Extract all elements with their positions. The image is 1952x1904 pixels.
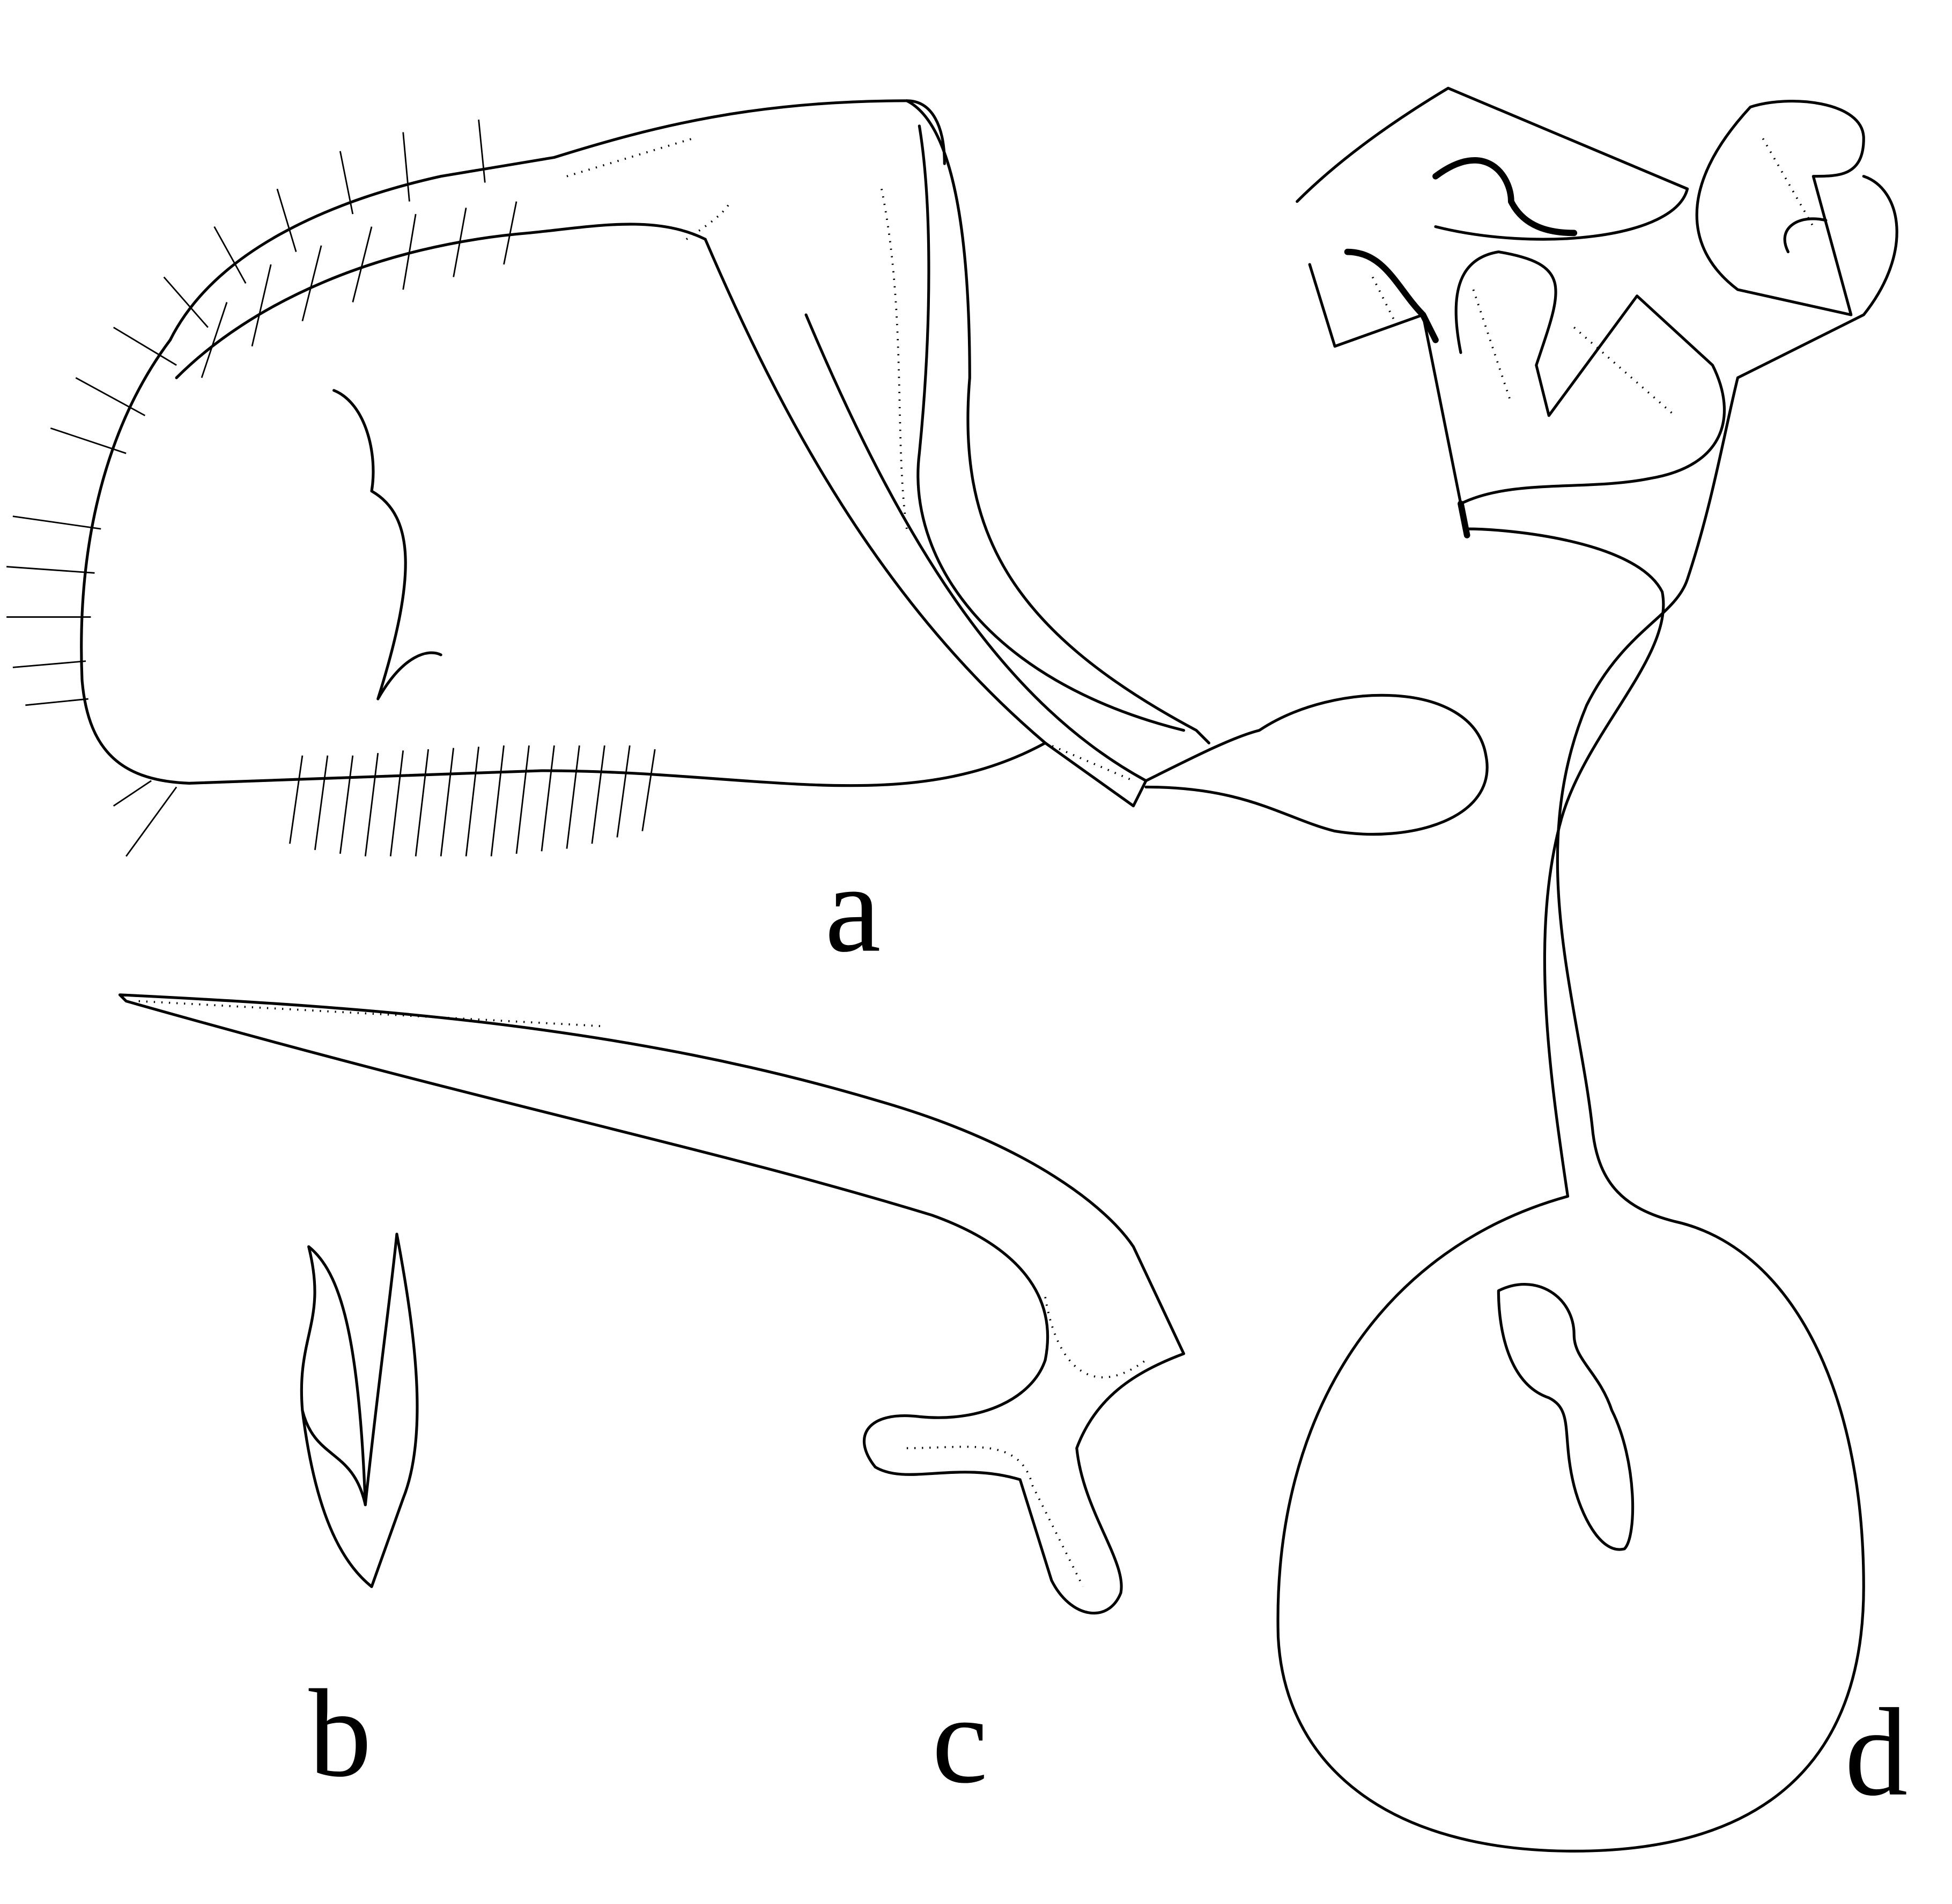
panel-label-c: c	[932, 1670, 988, 1809]
ovipositor-lobes	[1296, 86, 1726, 505]
signum	[1497, 1283, 1635, 1551]
costa-lower-edge	[175, 223, 707, 379]
apophysis-lobe	[1695, 100, 1865, 316]
sacculus-process	[332, 389, 442, 700]
vinculum-inner	[916, 124, 1185, 732]
saccus-bulb	[1144, 693, 1489, 836]
panel-b-drawing	[300, 1233, 419, 1588]
panel-label-a: a	[825, 839, 881, 978]
panel-c-drawing	[118, 993, 1185, 1615]
vinculum-arm	[905, 99, 1210, 744]
panel-a-drawing	[6, 99, 1489, 857]
panel-label-d: d	[1845, 1682, 1907, 1822]
corpus-bursae	[1276, 175, 1898, 1853]
setae	[6, 119, 656, 857]
aedeagus-stipple	[566, 137, 1134, 782]
valva-outline	[80, 338, 1047, 787]
ductus-bursae	[1466, 527, 1665, 1198]
juxta-outline	[118, 993, 1185, 1615]
aedeagus-outer	[704, 238, 1148, 808]
sclerotized-ridges	[1344, 157, 1578, 538]
panel-label-b: b	[309, 1664, 372, 1803]
costa-band	[168, 99, 946, 342]
signum-right-lobe	[301, 1233, 419, 1588]
signum-left-lobe	[300, 1245, 367, 1507]
juxta-stipple	[138, 1000, 1147, 1588]
panel-d-drawing	[1276, 86, 1898, 1853]
